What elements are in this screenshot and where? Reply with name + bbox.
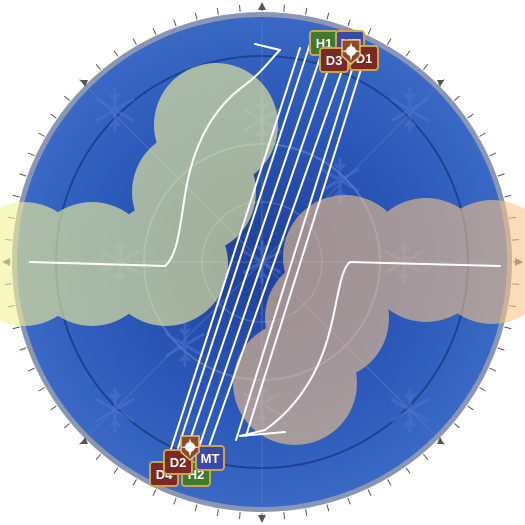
rim-tick xyxy=(367,27,372,35)
rim-tick xyxy=(239,512,241,520)
player-marker-d3[interactable]: D3 xyxy=(319,47,349,73)
rim-tick xyxy=(283,4,285,12)
path-cross-4 xyxy=(204,61,346,459)
rim-tick xyxy=(64,95,71,102)
rim-tick xyxy=(173,19,177,27)
orange-aoe-circle xyxy=(430,200,525,324)
rim-tick xyxy=(504,326,512,330)
rim-tick xyxy=(27,152,35,157)
rim-tick xyxy=(95,64,102,71)
rim-tick xyxy=(497,173,505,177)
rim-tick xyxy=(453,95,460,102)
path-cross-6 xyxy=(169,47,301,453)
rim-tick xyxy=(194,504,198,512)
rim-tick xyxy=(479,132,486,137)
northwest-arrow-icon xyxy=(81,80,88,87)
marker-label: MT xyxy=(201,451,220,466)
rim-tick xyxy=(113,467,119,474)
rim-tick xyxy=(489,152,497,157)
rim-tick xyxy=(152,27,157,35)
rim-tick xyxy=(326,504,330,512)
rim-tick xyxy=(305,7,308,15)
rim-tick xyxy=(12,194,20,198)
rim-tick xyxy=(347,19,351,27)
rim-tick xyxy=(132,479,137,486)
path-cross-7 xyxy=(245,65,363,437)
north-arrow-icon xyxy=(258,2,266,10)
rim-tick xyxy=(38,132,45,137)
rim-tick xyxy=(405,467,411,474)
rim-tick xyxy=(50,405,57,411)
path-cross-3 xyxy=(195,57,333,457)
rim-tick xyxy=(38,387,45,392)
path-left-sweep xyxy=(29,43,281,267)
rim-tick xyxy=(504,194,512,198)
rim-tick xyxy=(27,367,35,372)
rim-tick xyxy=(239,4,241,12)
northeast-arrow-icon xyxy=(437,80,444,87)
rim-tick xyxy=(326,12,330,20)
north-player-group: H1 MT D1 D3 xyxy=(309,30,379,73)
rim-tick xyxy=(387,479,392,486)
movement-paths xyxy=(29,43,501,459)
yellow-aoe-circle xyxy=(0,202,86,326)
rim-tick xyxy=(497,347,505,351)
sparkle-waymark-icon xyxy=(180,435,200,462)
sparkle-waymark-icon xyxy=(341,39,361,66)
rim-tick xyxy=(95,453,102,460)
rim-tick xyxy=(479,387,486,392)
rim-tick xyxy=(19,173,27,177)
rim-tick xyxy=(113,50,119,57)
marker-label: D3 xyxy=(326,53,343,68)
rim-tick xyxy=(19,347,27,351)
rim-tick xyxy=(405,50,411,57)
marker-label: D2 xyxy=(170,455,187,470)
player-marker-mt-south[interactable]: MT xyxy=(195,445,225,471)
rim-tick xyxy=(12,326,20,330)
rim-tick xyxy=(489,367,497,372)
rim-tick xyxy=(216,7,219,15)
rim-tick xyxy=(173,497,177,505)
path-cross-1 xyxy=(177,43,311,449)
rim-tick xyxy=(64,422,71,429)
rim-tick xyxy=(216,509,219,517)
southeast-arrow-icon xyxy=(437,437,444,444)
rim-tick xyxy=(387,38,392,45)
path-cross-2 xyxy=(185,51,323,453)
south-arrow-icon xyxy=(258,515,266,523)
rim-tick xyxy=(152,489,157,497)
rim-tick xyxy=(194,12,198,20)
rim-tick xyxy=(132,38,137,45)
rim-tick xyxy=(50,113,57,119)
rim-tick xyxy=(422,64,429,71)
rim-tick xyxy=(467,113,474,119)
rim-tick xyxy=(347,497,351,505)
southwest-arrow-icon xyxy=(81,437,88,444)
orange-aoe-group xyxy=(233,195,525,445)
south-player-group: D4 H2 MT D2 xyxy=(149,435,225,487)
rim-tick xyxy=(422,453,429,460)
path-right-sweep xyxy=(239,261,501,437)
rim-tick xyxy=(453,422,460,429)
rim-tick xyxy=(305,509,308,517)
path-cross-5 xyxy=(235,59,356,441)
rim-tick xyxy=(467,405,474,411)
rim-tick xyxy=(283,512,285,520)
rim-tick xyxy=(367,489,372,497)
orange-aoe-circle xyxy=(233,321,357,445)
